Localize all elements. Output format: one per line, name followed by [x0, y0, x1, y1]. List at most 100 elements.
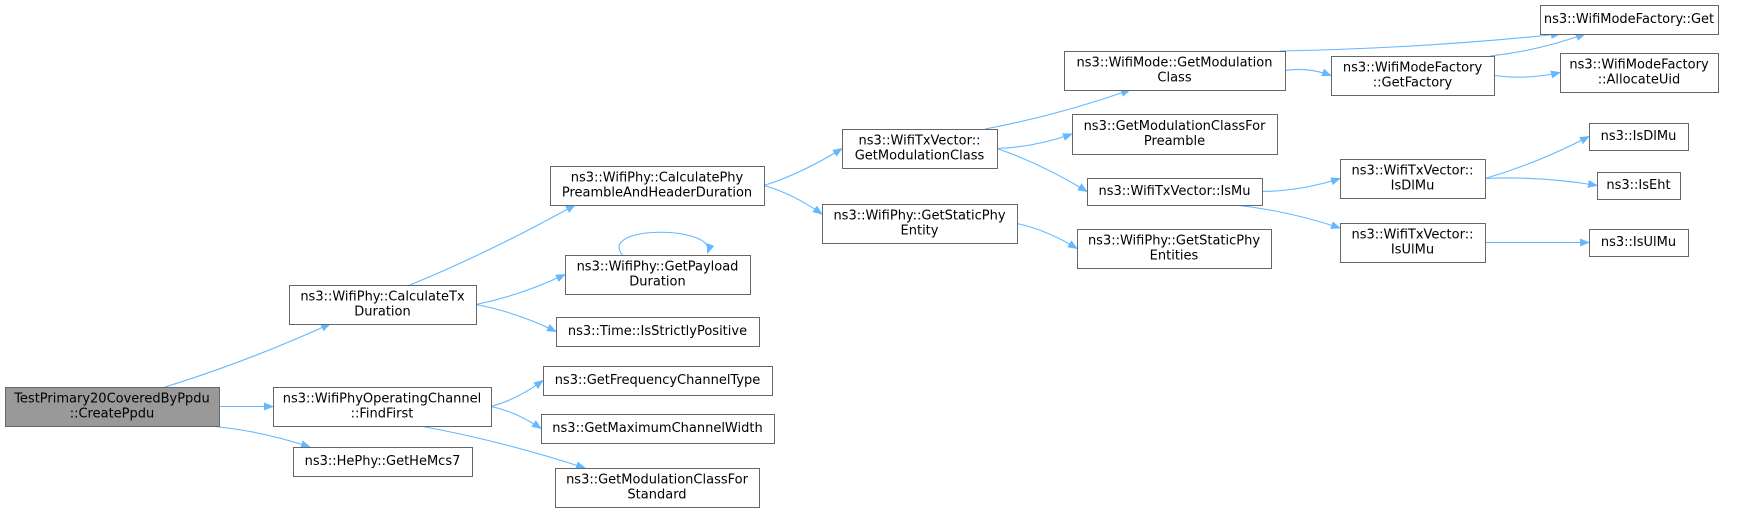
- node-modeGetModClass[interactable]: ns3::WifiMode::GetModulationClass: [1064, 51, 1286, 91]
- edge-txVecGetModClass-to-txVecIsMu: [996, 147, 1088, 193]
- node-label-txVecGetModClass-1: GetModulationClass: [855, 149, 985, 164]
- node-label-getStaticPhyEntity-1: Entity: [901, 224, 939, 239]
- edge-findFirst-to-getModClassForStandard: [419, 425, 586, 470]
- node-box-calcTx: [289, 285, 477, 325]
- node-factoryAllocateUid[interactable]: ns3::WifiModeFactory::AllocateUid: [1560, 53, 1719, 93]
- node-label-getModClassForPreamble-0: ns3::GetModulationClassFor: [1084, 119, 1267, 134]
- node-label-getPayload-1: Duration: [629, 275, 685, 290]
- node-getHeMcs7[interactable]: ns3::HePhy::GetHeMcs7: [293, 447, 473, 477]
- node-label-getPayload-0: ns3::WifiPhy::GetPayload: [577, 260, 739, 275]
- node-box-getMaxChannelWidth: [541, 414, 775, 444]
- node-label-txVecIsMu-0: ns3::WifiTxVector::IsMu: [1098, 184, 1250, 199]
- node-box-isDlMu: [1589, 123, 1689, 151]
- node-box-getStaticPhyEntity: [822, 204, 1018, 244]
- node-label-factoryGetFactory-0: ns3::WifiModeFactory: [1343, 61, 1483, 76]
- node-label-txVecIsDlMu-1: IsDlMu: [1391, 179, 1435, 194]
- node-box-getModClassForPreamble: [1072, 114, 1278, 155]
- edges-layer: [164, 30, 1598, 470]
- node-label-getStaticPhyEntity-0: ns3::WifiPhy::GetStaticPhy: [833, 209, 1005, 224]
- node-txVecIsDlMu[interactable]: ns3::WifiTxVector::IsDlMu: [1340, 159, 1486, 199]
- node-findFirst[interactable]: ns3::WifiPhyOperatingChannel::FindFirst: [273, 387, 492, 427]
- node-box-modeGetModClass: [1064, 51, 1286, 91]
- node-factoryGetFactory[interactable]: ns3::WifiModeFactory::GetFactory: [1331, 56, 1495, 96]
- node-box-getModClassForStandard: [555, 468, 760, 508]
- node-box-isStrictlyPositive: [556, 317, 760, 347]
- node-label-modeGetModClass-0: ns3::WifiMode::GetModulation: [1077, 56, 1273, 71]
- node-label-getStaticPhyEntities-0: ns3::WifiPhy::GetStaticPhy: [1088, 234, 1260, 249]
- node-label-root-1: ::CreatePpdu: [70, 407, 155, 422]
- node-getFreqChannelType[interactable]: ns3::GetFrequencyChannelType: [543, 366, 773, 396]
- node-label-findFirst-1: ::FindFirst: [351, 407, 414, 422]
- edge-calcPreamble-to-txVecGetModClass: [763, 147, 843, 187]
- node-label-calcTx-1: Duration: [354, 305, 410, 320]
- node-label-calcPreamble-0: ns3::WifiPhy::CalculatePhy: [571, 171, 744, 186]
- node-box-findFirst: [273, 387, 492, 427]
- edge-modeGetModClass-to-factoryGetFactory: [1284, 68, 1332, 77]
- edge-factoryGetFactory-to-factoryGet: [1489, 33, 1586, 57]
- node-box-txVecIsMu: [1087, 178, 1263, 206]
- node-label-txVecIsUlMu-1: IsUlMu: [1391, 243, 1434, 258]
- node-txVecIsUlMu[interactable]: ns3::WifiTxVector::IsUlMu: [1340, 223, 1486, 263]
- node-label-getMaxChannelWidth-0: ns3::GetMaximumChannelWidth: [552, 421, 762, 436]
- edge-findFirst-to-getMaxChannelWidth: [490, 405, 542, 430]
- edge-txVecIsMu-to-txVecIsDlMu: [1261, 177, 1341, 193]
- node-box-getHeMcs7: [293, 447, 473, 477]
- node-label-txVecGetModClass-0: ns3::WifiTxVector::: [858, 134, 980, 149]
- edge-root-to-getHeMcs7: [209, 425, 311, 448]
- node-label-txVecIsDlMu-0: ns3::WifiTxVector::: [1351, 164, 1473, 179]
- node-label-factoryAllocateUid-1: ::AllocateUid: [1598, 73, 1680, 88]
- node-label-findFirst-0: ns3::WifiPhyOperatingChannel: [283, 392, 482, 407]
- node-label-root-0: TestPrimary20CoveredByPpdu: [13, 392, 210, 407]
- node-txVecIsMu[interactable]: ns3::WifiTxVector::IsMu: [1087, 178, 1263, 206]
- node-label-calcPreamble-1: PreambleAndHeaderDuration: [562, 186, 752, 201]
- node-box-txVecIsDlMu: [1340, 159, 1486, 199]
- node-label-txVecIsUlMu-0: ns3::WifiTxVector::: [1351, 228, 1473, 243]
- node-isEht[interactable]: ns3::IsEht: [1597, 172, 1681, 200]
- node-box-isUlMu: [1589, 229, 1689, 257]
- node-box-txVecGetModClass: [842, 129, 998, 169]
- node-box-factoryAllocateUid: [1560, 53, 1719, 93]
- edge-calcTx-to-isStrictlyPositive: [475, 303, 557, 332]
- node-label-getStaticPhyEntities-1: Entities: [1150, 249, 1199, 264]
- edge-getStaticPhyEntity-to-getStaticPhyEntities: [1016, 222, 1078, 250]
- node-box-getStaticPhyEntities: [1077, 229, 1272, 269]
- node-calcPreamble[interactable]: ns3::WifiPhy::CalculatePhyPreambleAndHea…: [550, 166, 765, 206]
- edge-txVecIsDlMu-to-isDlMu: [1484, 136, 1590, 180]
- node-label-isStrictlyPositive-0: ns3::Time::IsStrictlyPositive: [568, 324, 747, 339]
- node-box-getPayload: [565, 255, 751, 295]
- node-label-factoryGet-0: ns3::WifiModeFactory::Get: [1544, 12, 1714, 27]
- node-label-isDlMu-0: ns3::IsDlMu: [1601, 129, 1677, 144]
- node-label-getModClassForStandard-1: Standard: [627, 488, 686, 503]
- node-label-factoryGetFactory-1: ::GetFactory: [1373, 76, 1453, 91]
- node-factoryGet[interactable]: ns3::WifiModeFactory::Get: [1540, 5, 1719, 35]
- node-label-getModClassForStandard-0: ns3::GetModulationClassFor: [566, 473, 749, 488]
- node-root[interactable]: TestPrimary20CoveredByPpdu::CreatePpdu: [5, 387, 220, 427]
- edge-txVecIsDlMu-to-isEht: [1484, 177, 1598, 188]
- node-box-calcPreamble: [550, 166, 765, 206]
- edge-txVecGetModClass-to-modeGetModClass: [984, 89, 1131, 130]
- node-label-getModClassForPreamble-1: Preamble: [1144, 134, 1205, 149]
- node-isDlMu[interactable]: ns3::IsDlMu: [1589, 123, 1689, 151]
- node-getMaxChannelWidth[interactable]: ns3::GetMaximumChannelWidth: [541, 414, 775, 444]
- node-isStrictlyPositive[interactable]: ns3::Time::IsStrictlyPositive: [556, 317, 760, 347]
- node-isUlMu[interactable]: ns3::IsUlMu: [1589, 229, 1689, 257]
- node-txVecGetModClass[interactable]: ns3::WifiTxVector::GetModulationClass: [842, 129, 998, 169]
- edge-factoryGetFactory-to-factoryAllocateUid: [1493, 70, 1561, 79]
- node-label-calcTx-0: ns3::WifiPhy::CalculateTx: [300, 290, 465, 305]
- nodes-layer: TestPrimary20CoveredByPpdu::CreatePpduns…: [5, 5, 1719, 508]
- edge-modeGetModClass-to-factoryGet: [1279, 30, 1561, 52]
- edge-calcTx-to-getPayload: [475, 274, 566, 306]
- node-label-isUlMu-0: ns3::IsUlMu: [1601, 235, 1676, 250]
- node-label-getHeMcs7-0: ns3::HePhy::GetHeMcs7: [305, 454, 461, 469]
- node-box-isEht: [1597, 172, 1681, 200]
- node-box-txVecIsUlMu: [1340, 223, 1486, 263]
- node-label-factoryAllocateUid-0: ns3::WifiModeFactory: [1569, 58, 1709, 73]
- edge-calcTx-to-calcPreamble: [409, 204, 576, 286]
